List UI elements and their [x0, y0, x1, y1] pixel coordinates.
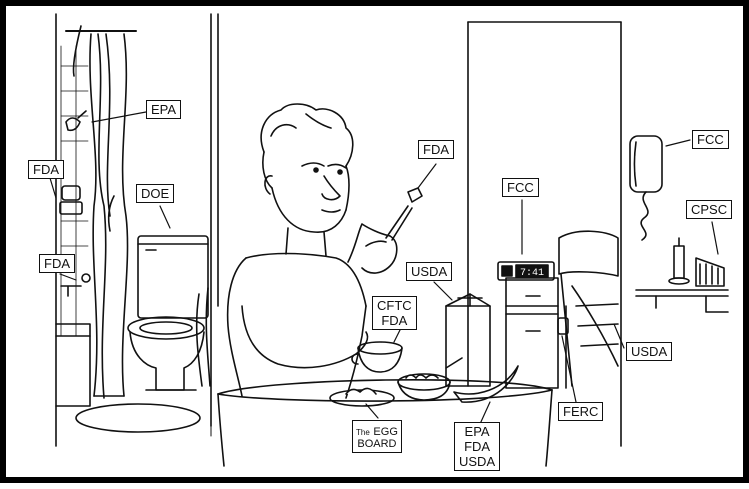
nightstand [505, 277, 559, 389]
cereal-bowl [397, 357, 463, 401]
label-ferc: FERC [558, 402, 604, 421]
bathroom-doorway [55, 13, 219, 447]
banana [453, 365, 519, 403]
bath-rug [75, 403, 201, 433]
bathroom-fixtures [59, 185, 91, 297]
label-cpsc: CPSC [686, 200, 733, 219]
label-fda-coffee: FDA [381, 313, 408, 328]
label-egg-board-text: BOARD [357, 438, 397, 450]
label-egg-board: The EGG BOARD [352, 420, 402, 453]
label-cftc-fda: CFTC FDA [372, 296, 417, 330]
shower-head [65, 110, 87, 132]
label-banana-fda: FDA [464, 439, 491, 454]
clock-time: 7:41 [520, 268, 544, 279]
label-fda-toothbrush: FDA [418, 140, 454, 159]
chair [195, 293, 203, 387]
wall-phone [629, 135, 663, 241]
label-usda-bed: USDA [626, 342, 673, 361]
bed [558, 230, 619, 389]
shower-curtain [65, 25, 137, 399]
label-epa-shower: EPA [146, 100, 182, 119]
table [217, 379, 553, 467]
bathtub [55, 323, 91, 407]
bedroom-doorway [467, 21, 622, 447]
milk-carton [445, 293, 491, 387]
label-epa-fda-usda: EPA FDA USDA [454, 422, 501, 471]
label-fcc-clock: FCC [502, 178, 539, 197]
label-fda-sink: FDA [39, 254, 75, 273]
label-cftc: CFTC [377, 298, 412, 313]
label-banana-epa: EPA [464, 424, 490, 439]
man [195, 103, 423, 399]
label-doe: DOE [136, 184, 175, 203]
shelf [635, 237, 729, 313]
clock-radio [497, 261, 555, 281]
wall-outlet [557, 317, 569, 335]
cartoon-illustration: 7:41 [49, 13, 729, 467]
egg-plate [329, 387, 395, 407]
toilet [127, 235, 209, 391]
coffee-cup [351, 341, 403, 373]
label-egg-the: The [356, 428, 370, 437]
label-usda-milk: USDA [406, 262, 453, 281]
label-fcc-phone: FCC [692, 130, 729, 149]
label-leaders [49, 111, 719, 425]
label-fda-bath: FDA [28, 160, 64, 179]
label-banana-usda: USDA [459, 454, 496, 469]
label-egg-egg: EGG [373, 426, 398, 438]
